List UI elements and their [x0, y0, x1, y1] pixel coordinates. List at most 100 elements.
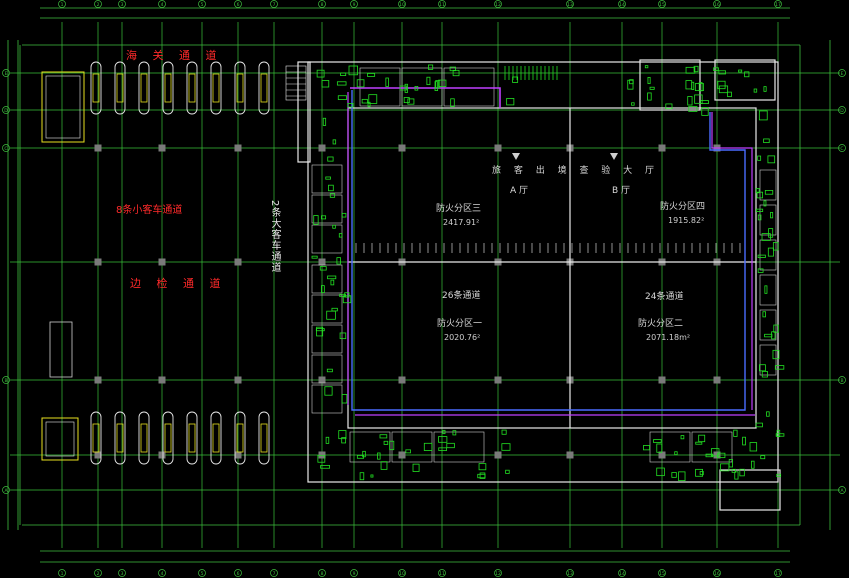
structural-column [494, 451, 502, 459]
row-axis-label: E [5, 71, 8, 77]
column-axis-bubble [438, 569, 446, 577]
column-axis-bubble [118, 0, 126, 8]
column-axis-label: 2 [97, 571, 100, 577]
structural-column [494, 144, 502, 152]
column-axis-label: 4 [161, 571, 164, 577]
column-axis-bubble [494, 569, 502, 577]
building-walls [297, 59, 781, 511]
row-axis-label: C [4, 146, 7, 152]
structural-column [234, 376, 242, 384]
row-axis-bubble [2, 106, 10, 114]
structural-column [158, 144, 166, 152]
column-axis-label: 7 [273, 2, 276, 8]
column-axis-label: 8 [321, 571, 324, 577]
column-axis-bubble [350, 569, 358, 577]
column-axis-bubble [270, 569, 278, 577]
structural-column [94, 451, 102, 459]
column-axis-label: 17 [775, 2, 781, 8]
hall-b-label: B 厅 [612, 186, 631, 196]
column-axis-label: 16 [714, 571, 720, 577]
column-axis-bubble [438, 0, 446, 8]
structural-column [158, 451, 166, 459]
column-axis-bubble [398, 0, 406, 8]
column-axis-label: 16 [714, 2, 720, 8]
column-axis-label: 6 [237, 571, 240, 577]
sea-channel-label: 海 关 通 道 [126, 49, 223, 62]
row-axis-bubble [2, 69, 10, 77]
structural-column [658, 376, 666, 384]
column-axis-label: 3 [121, 571, 124, 577]
structural-column [713, 376, 721, 384]
column-axis-label: 1 [61, 2, 64, 8]
border-channel-label: 边 检 通 道 [130, 277, 227, 290]
column-axis-label: 4 [161, 2, 164, 8]
column-axis-label: 5 [201, 2, 204, 8]
side-rooms [311, 67, 777, 463]
row-axis-bubble [2, 144, 10, 152]
row-axis-label: A [840, 488, 844, 494]
column-axis-bubble [494, 0, 502, 8]
equipment-symbols [311, 64, 785, 482]
zone2-area: 2071.18m² [646, 333, 691, 342]
column-axis-label: 5 [201, 571, 204, 577]
column-axis-bubble [234, 0, 242, 8]
zone3-name: 防火分区三 [436, 204, 482, 214]
lanes-26-label: 26条通道 [442, 291, 481, 301]
booth-top [41, 71, 85, 143]
column-axis-label: 10 [399, 571, 405, 577]
zone3-area: 2417.91² [443, 218, 480, 227]
column-axis-bubble [618, 0, 626, 8]
structural-column [318, 258, 326, 266]
structural-column [713, 451, 721, 459]
column-axis-label: 9 [353, 2, 356, 8]
booth-bottom [41, 417, 79, 461]
column-axis-label: 14 [619, 571, 625, 577]
structural-column [94, 144, 102, 152]
structural-column [234, 144, 242, 152]
row-axis-label: D [840, 108, 844, 114]
column-axis-label: 2 [97, 2, 100, 8]
column-axis-label: 7 [273, 571, 276, 577]
column-axis-bubble [270, 0, 278, 8]
lanes-24-label: 24条通道 [645, 292, 684, 302]
column-axis-bubble [566, 569, 574, 577]
zone1-area: 2020.76² [444, 333, 481, 342]
zone4-area: 1915.82² [668, 216, 705, 225]
row-axis-bubble [2, 376, 10, 384]
column-axis-bubble [774, 0, 782, 8]
booth-mid [49, 321, 73, 378]
bus-channel-label: 2条大客车通道 [269, 200, 280, 274]
column-axis-label: 1 [61, 571, 64, 577]
column-axis-label: 3 [121, 2, 124, 8]
column-axis-bubble [713, 0, 721, 8]
structural-column [234, 258, 242, 266]
row-axis-label: B [4, 378, 7, 384]
column-axis-bubble [158, 569, 166, 577]
row-axis-bubble [838, 144, 846, 152]
column-axis-bubble [350, 0, 358, 8]
row-axis-label: B [840, 378, 843, 384]
row-axis-bubble [838, 69, 846, 77]
hall-a-label: A 厅 [510, 186, 529, 196]
column-axis-label: 10 [399, 2, 405, 8]
column-axis-label: 11 [439, 571, 445, 577]
column-axis-label: 12 [495, 2, 501, 8]
row-axis-bubble [838, 486, 846, 494]
column-axis-bubble [158, 0, 166, 8]
structural-column [566, 451, 574, 459]
row-axis-bubble [838, 376, 846, 384]
lane-ticks [355, 243, 741, 253]
column-axis-label: 8 [321, 2, 324, 8]
column-axis-bubble [658, 0, 666, 8]
column-axis-label: 15 [659, 571, 665, 577]
row-axis-label: A [4, 488, 8, 494]
structural-column [318, 376, 326, 384]
column-axis-bubble [774, 569, 782, 577]
column-axis-bubble [198, 0, 206, 8]
structural-column [658, 144, 666, 152]
structural-columns [94, 144, 721, 459]
column-axis-label: 14 [619, 2, 625, 8]
structural-column [158, 376, 166, 384]
